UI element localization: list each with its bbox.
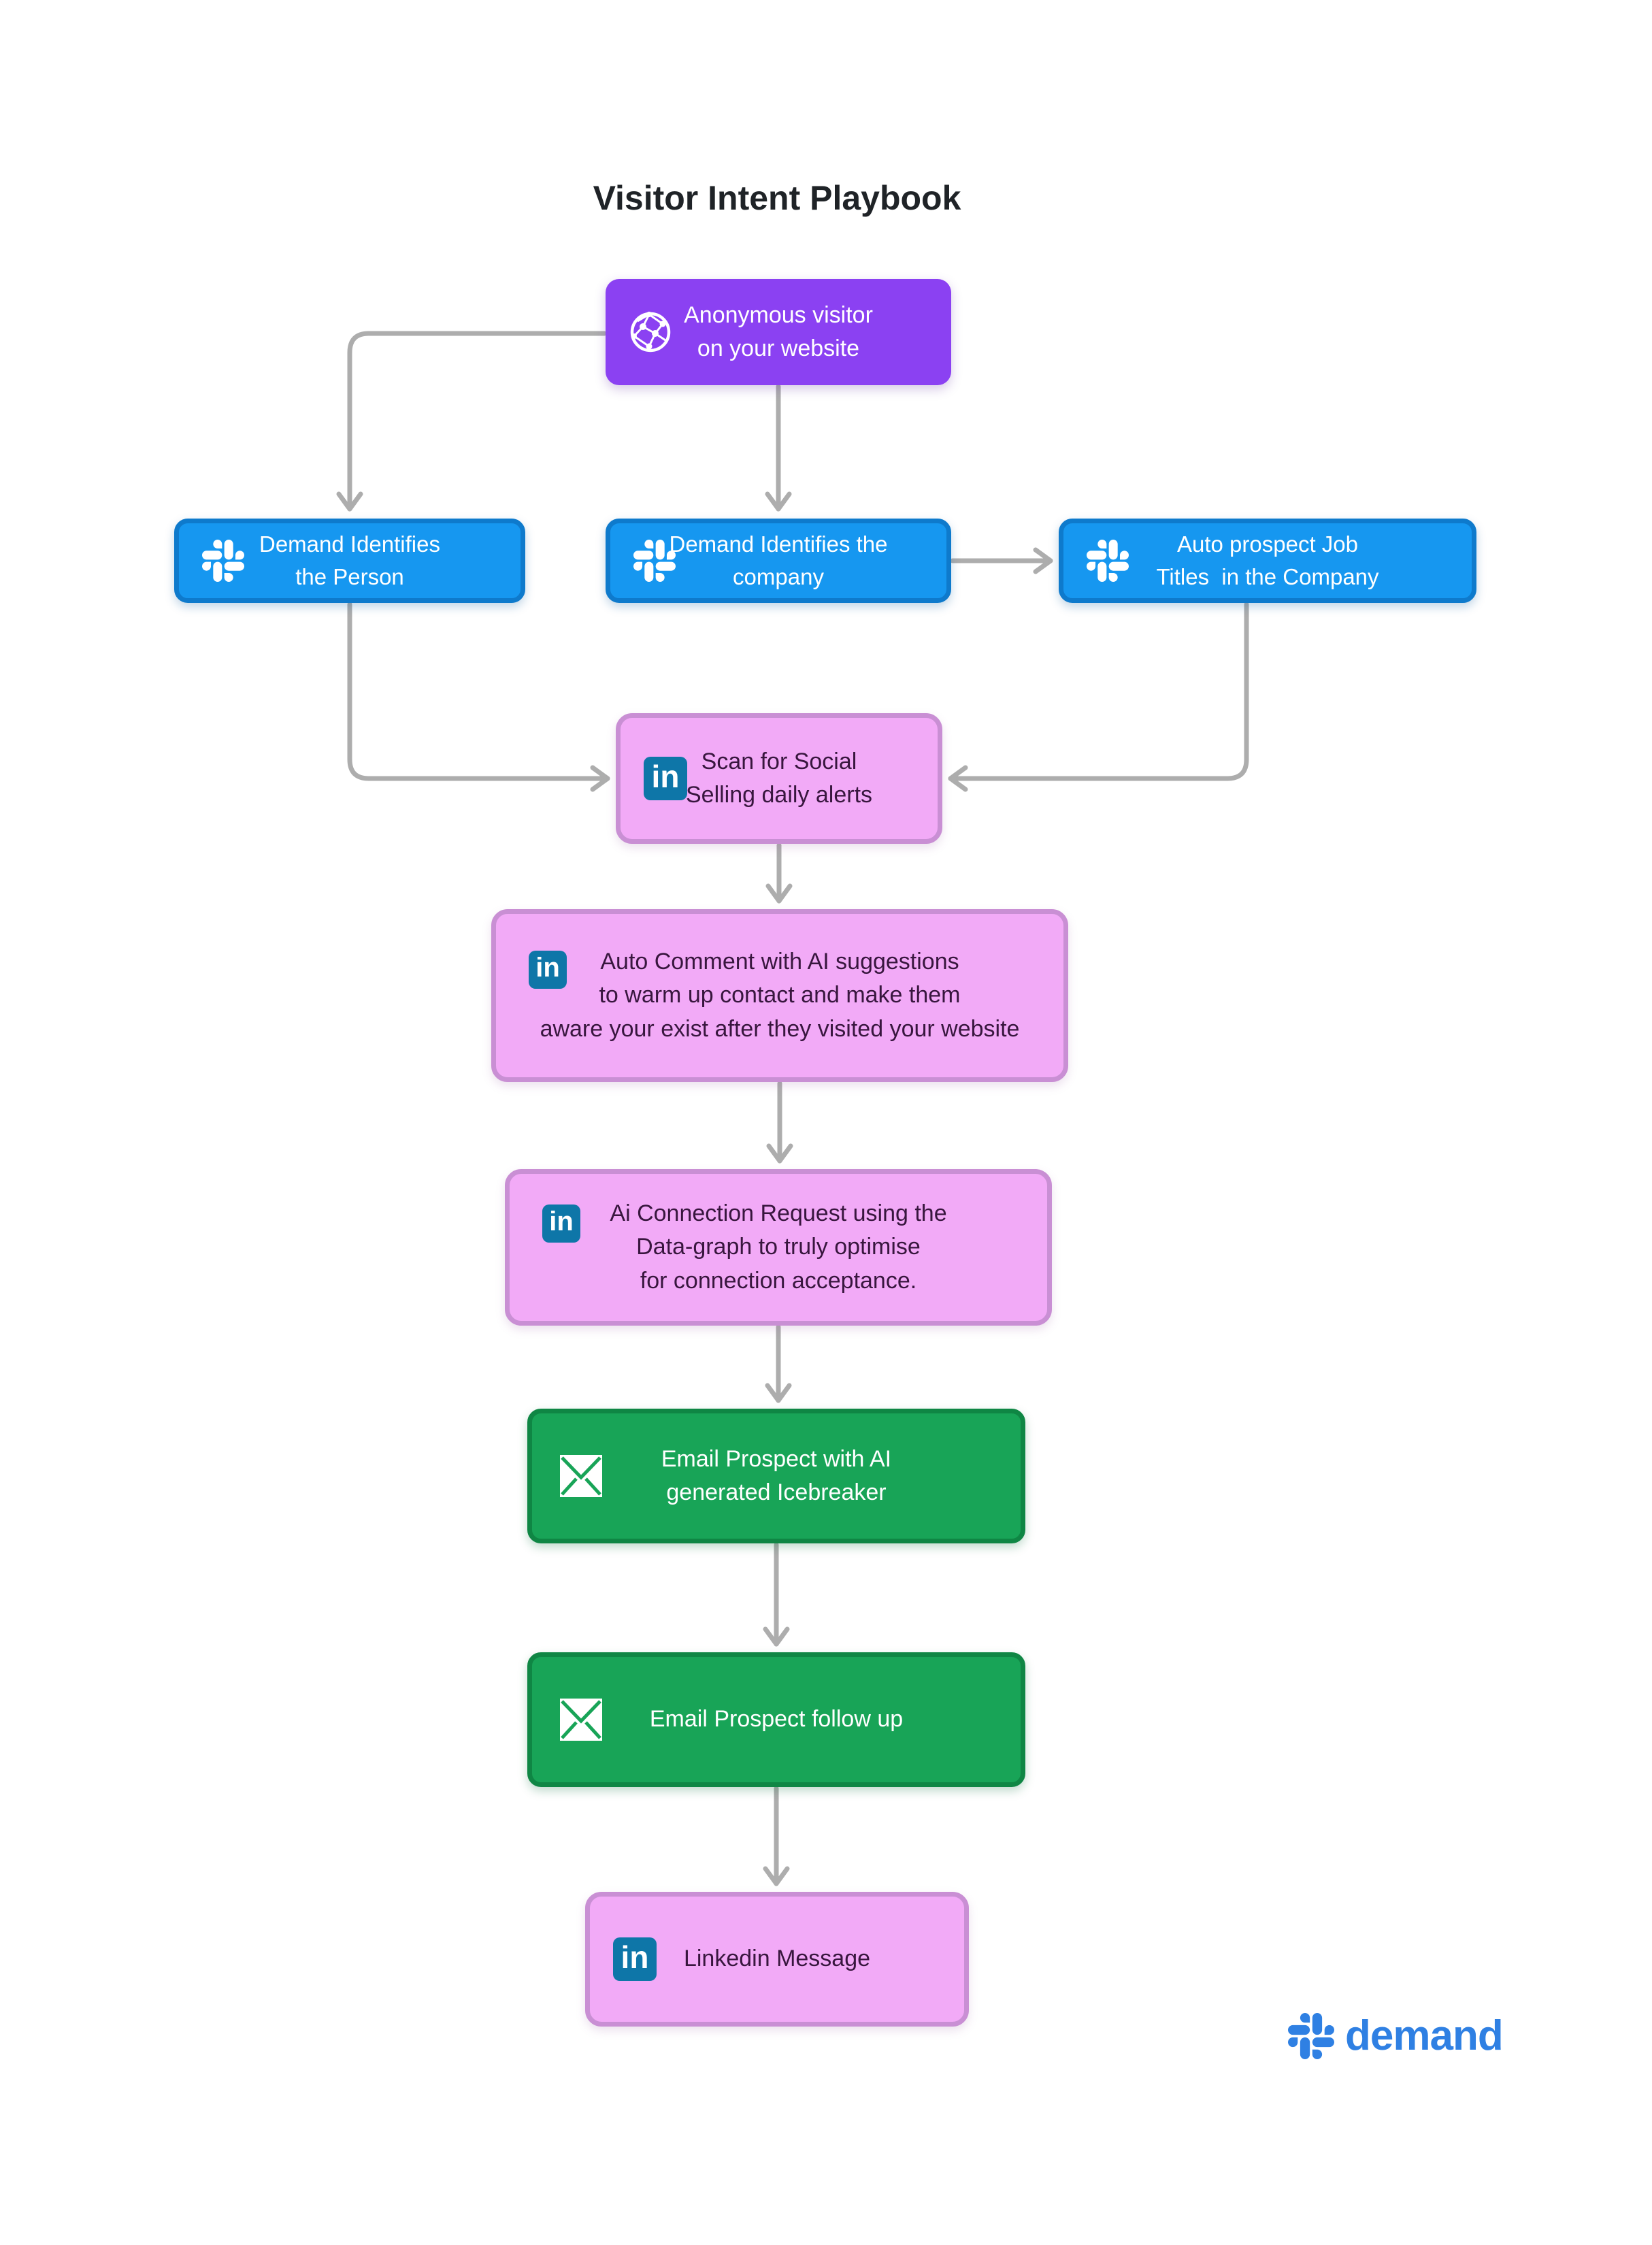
node-demand-identifies-person: Demand Identifies the Person <box>174 519 525 603</box>
demand-logo-icon <box>1288 2012 1334 2059</box>
demand-logo-icon <box>1087 540 1129 582</box>
node-auto-prospect-job-titles: Auto prospect Job Titles in the Company <box>1059 519 1476 603</box>
demand-brand-logo: demand <box>1288 2012 1504 2060</box>
linkedin-icon: in <box>613 1937 657 1981</box>
globe-network-icon <box>629 310 672 354</box>
node-linkedin-message: in Linkedin Message <box>585 1892 969 2027</box>
email-icon <box>559 1454 603 1498</box>
demand-logo-icon <box>202 540 244 582</box>
node-demand-identifies-company: Demand Identifies the company <box>606 519 951 603</box>
page-title: Visitor Intent Playbook <box>593 179 961 217</box>
brand-wordmark: demand <box>1345 2012 1504 2059</box>
node-label: Linkedin Message <box>683 1946 871 1972</box>
node-email-prospect-icebreaker: Email Prospect with AI generated Icebrea… <box>527 1409 1025 1543</box>
connector-anonymous-to-person <box>336 331 607 512</box>
node-label: Demand Identifies the company <box>669 531 888 589</box>
linkedin-icon: in <box>529 950 567 989</box>
node-label: Anonymous visitor on your website <box>684 301 873 361</box>
demand-logo-icon <box>633 540 676 582</box>
node-anonymous-visitor: Anonymous visitor on your website <box>606 279 951 385</box>
node-label: Email Prospect follow up <box>649 1706 904 1733</box>
node-label: Auto Comment with AI suggestions to warm… <box>540 949 1020 1042</box>
connector-person-to-scan <box>347 602 610 792</box>
connector-jobtitles-to-scan <box>948 602 1249 792</box>
node-ai-connection-request: in Ai Connection Request using the Data-… <box>505 1169 1052 1326</box>
node-label: Ai Connection Request using the Data-gra… <box>610 1200 947 1294</box>
node-scan-social-selling-alerts: in Scan for Social Selling daily alerts <box>616 713 942 844</box>
node-label: Email Prospect with AI generated Icebrea… <box>661 1445 892 1505</box>
node-auto-comment-ai: in Auto Comment with AI suggestions to w… <box>491 909 1068 1082</box>
node-label: Auto prospect Job Titles in the Company <box>1156 531 1379 589</box>
linkedin-icon: in <box>644 757 687 800</box>
node-label: Scan for Social Selling daily alerts <box>685 748 873 808</box>
linkedin-icon: in <box>542 1205 580 1243</box>
node-label: Demand Identifies the Person <box>259 531 440 589</box>
node-email-prospect-followup: Email Prospect follow up <box>527 1652 1025 1787</box>
email-icon <box>559 1698 603 1741</box>
